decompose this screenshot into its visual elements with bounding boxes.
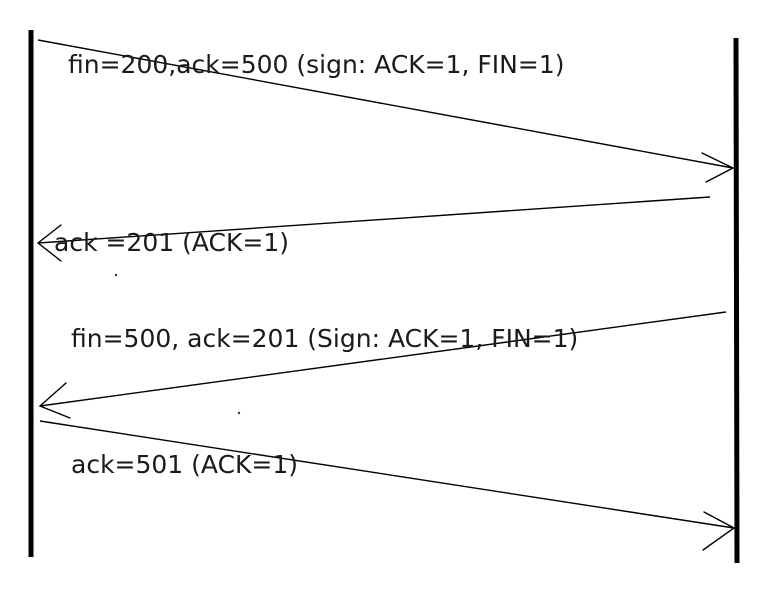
message-4-label: ack=501 (ACK=1)	[71, 450, 298, 479]
stray-mark	[237, 411, 241, 415]
message-3: fin=500, ack=201 (Sign: ACK=1, FIN=1)	[38, 311, 727, 419]
message-1: fin=200,ack=500 (sign: ACK=1, FIN=1)	[37, 39, 735, 183]
message-4-arrow-line	[39, 420, 735, 529]
message-1-arrow-line	[37, 39, 734, 169]
message-2-arrowhead	[36, 224, 62, 262]
stray-mark	[114, 273, 118, 277]
message-3-label: fin=500, ack=201 (Sign: ACK=1, FIN=1)	[71, 324, 578, 353]
message-3-arrow-line	[39, 311, 727, 407]
message-2-label: ack =201 (ACK=1)	[54, 228, 289, 257]
message-4: ack=501 (ACK=1)	[39, 420, 736, 551]
message-2-arrow-line	[37, 196, 711, 244]
message-3-arrowhead	[38, 382, 71, 419]
message-1-label: fin=200,ack=500 (sign: ACK=1, FIN=1)	[68, 50, 564, 79]
message-1-arrowhead	[701, 152, 735, 183]
message-4-arrowhead	[702, 511, 736, 551]
message-2: ack =201 (ACK=1)	[36, 196, 711, 277]
right-lifeline	[733, 37, 740, 564]
